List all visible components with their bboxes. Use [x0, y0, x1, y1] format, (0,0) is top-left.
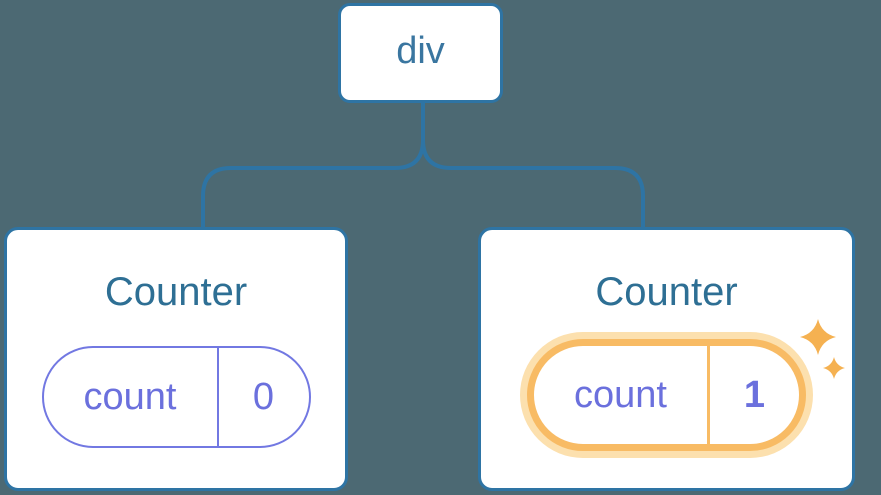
- root-node-label: div: [396, 30, 445, 72]
- component-title: Counter: [595, 270, 738, 314]
- component-card-counter-right: Counter count 1: [478, 227, 855, 491]
- state-pill-highlighted: count 1: [527, 339, 806, 451]
- connector-left-branch: [201, 103, 425, 229]
- state-key-label: count: [83, 375, 177, 418]
- sparkle-large-icon: [800, 319, 836, 355]
- pill-divider: [707, 346, 710, 444]
- pill-divider: [216, 348, 219, 446]
- component-card-counter-left: Counter count 0: [4, 227, 348, 491]
- component-title: Counter: [104, 270, 248, 314]
- connector-right-branch: [421, 103, 645, 229]
- state-value: 1: [743, 373, 766, 416]
- sparkle-icon: [800, 319, 845, 379]
- state-pill: count 0: [41, 346, 311, 448]
- sparkle-small-icon: [823, 357, 845, 379]
- state-value: 0: [252, 375, 275, 418]
- tree-node-div: div: [338, 3, 503, 103]
- state-key-label: count: [574, 373, 667, 416]
